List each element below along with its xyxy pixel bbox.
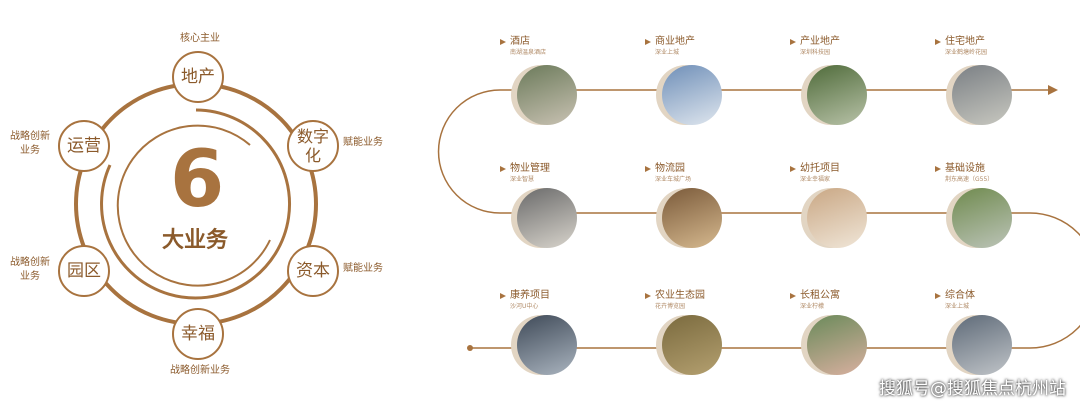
node-note: 战略创新业务 xyxy=(170,365,230,376)
project-photo xyxy=(662,65,722,125)
business-item: 幼托项目深业幸福家 xyxy=(790,163,930,184)
business-item: 住宅地产深业鹤塘岭花园 xyxy=(935,36,1075,57)
project-photo xyxy=(662,315,722,375)
business-title: 长租公寓 xyxy=(790,290,930,302)
business-subtitle: 深圳科技园 xyxy=(800,49,831,56)
business-subtitle: 深业上城 xyxy=(655,49,680,56)
business-title: 综合体 xyxy=(935,290,1075,302)
business-title: 酒店 xyxy=(500,36,640,48)
node-happiness: 幸福 xyxy=(172,308,224,360)
business-title: 农业生态园 xyxy=(645,290,785,302)
node-property: 地产 xyxy=(172,51,224,103)
business-subtitle: 深业鹤塘岭花园 xyxy=(945,49,988,56)
business-title: 住宅地产 xyxy=(935,36,1075,48)
business-item: 酒店南湖温泉酒店 xyxy=(500,36,640,57)
business-title: 物流园 xyxy=(645,163,785,175)
node-capital: 资本 xyxy=(287,245,339,297)
route-end-dot xyxy=(467,345,473,351)
project-photo xyxy=(952,65,1012,125)
node-note: 战略创新业务 xyxy=(10,131,50,156)
business-subtitle: 荆东高速（G55） xyxy=(945,176,994,183)
project-photo xyxy=(807,188,867,248)
business-title: 基础设施 xyxy=(935,163,1075,175)
node-park: 园区 xyxy=(58,245,110,297)
business-item: 长租公寓深业柠檬 xyxy=(790,290,930,311)
business-item: 康养项目沙河U中心 xyxy=(500,290,640,311)
business-subtitle: 花卉博览园 xyxy=(655,303,686,310)
project-photo xyxy=(952,188,1012,248)
business-title: 商业地产 xyxy=(645,36,785,48)
business-title: 康养项目 xyxy=(500,290,640,302)
project-photo xyxy=(952,315,1012,375)
watermark: 搜狐号@搜狐焦点杭州站 xyxy=(879,379,1066,399)
business-subtitle: 深业智慧 xyxy=(510,176,535,183)
node-operation: 运营 xyxy=(58,120,110,172)
business-item: 农业生态园花卉博览园 xyxy=(645,290,785,311)
business-subtitle: 沙河U中心 xyxy=(510,303,539,310)
business-subtitle: 深业柠檬 xyxy=(800,303,825,310)
inner-arc xyxy=(116,124,271,287)
route-line xyxy=(437,89,1080,349)
project-photo xyxy=(517,65,577,125)
business-item: 综合体深业上城 xyxy=(935,290,1075,311)
business-title: 产业地产 xyxy=(790,36,930,48)
middle-arc xyxy=(100,108,291,300)
node-note: 战略创新业务 xyxy=(10,257,50,282)
node-note: 核心主业 xyxy=(180,33,220,44)
business-item: 物业管理深业智慧 xyxy=(500,163,640,184)
node-note: 赋能业务 xyxy=(343,137,383,148)
node-note: 赋能业务 xyxy=(343,263,383,274)
node-digital: 数字化 xyxy=(287,120,339,172)
business-item: 物流园深业车城广场 xyxy=(645,163,785,184)
business-subtitle: 南湖温泉酒店 xyxy=(510,49,547,56)
project-photo xyxy=(517,315,577,375)
business-title: 幼托项目 xyxy=(790,163,930,175)
project-photo xyxy=(807,315,867,375)
project-photo xyxy=(807,65,867,125)
business-title: 物业管理 xyxy=(500,163,640,175)
project-photo xyxy=(662,188,722,248)
center-number: 6 xyxy=(170,135,225,225)
center-title: 大业务 xyxy=(161,228,228,253)
business-item: 商业地产深业上城 xyxy=(645,36,785,57)
project-photo xyxy=(517,188,577,248)
business-item: 产业地产深圳科技园 xyxy=(790,36,930,57)
business-subtitle: 深业幸福家 xyxy=(800,176,831,183)
business-item: 基础设施荆东高速（G55） xyxy=(935,163,1075,184)
arrow-head-icon xyxy=(1048,85,1058,95)
business-subtitle: 深业上城 xyxy=(945,303,970,310)
business-subtitle: 深业车城广场 xyxy=(655,176,692,183)
